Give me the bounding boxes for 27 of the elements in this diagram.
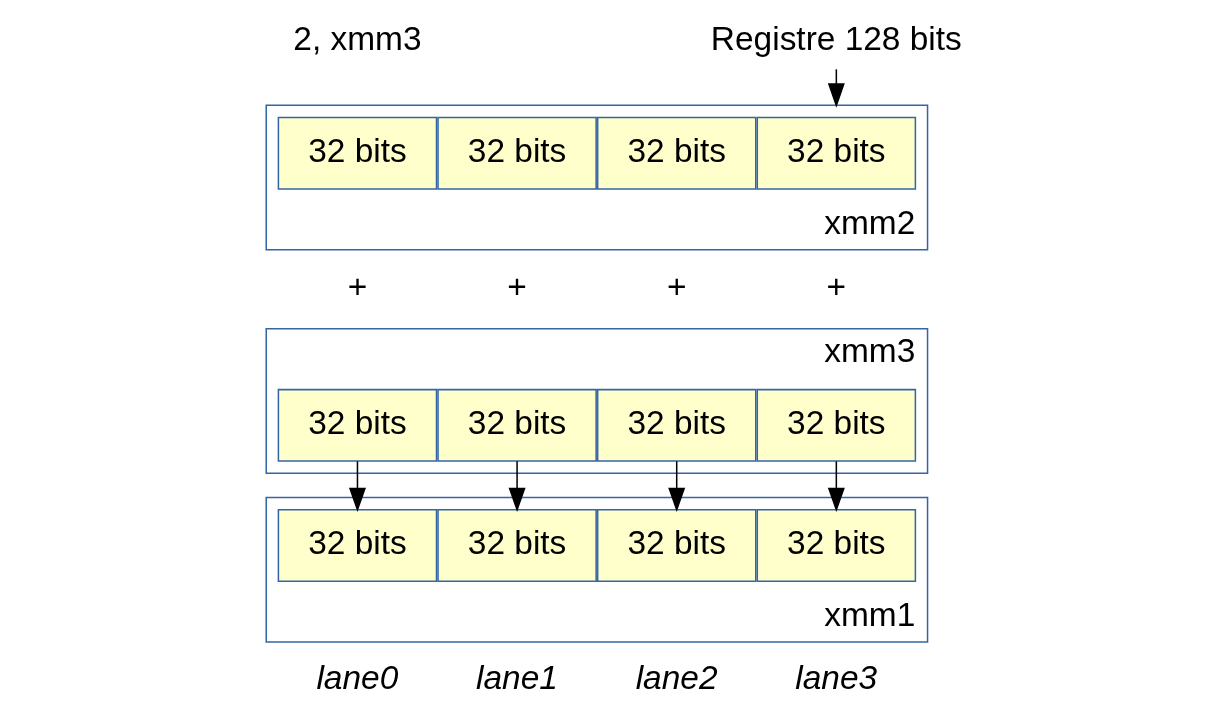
node-box: 32 bits <box>436 388 597 462</box>
arrow <box>827 460 845 512</box>
label: + <box>826 267 846 305</box>
arrow <box>827 68 845 108</box>
label: lane1 <box>475 658 558 696</box>
node-box: 32 bits <box>756 388 916 462</box>
arrow <box>667 460 685 512</box>
label: 2, xmm3 <box>292 20 422 57</box>
node-box: 32 bits <box>596 388 756 462</box>
arrow <box>348 460 366 512</box>
node-box: 32 bits <box>756 508 916 582</box>
node-box: 32 bits <box>277 116 437 190</box>
label: + <box>506 267 527 305</box>
node-box: 32 bits <box>596 508 756 582</box>
node-box: 32 bits <box>436 508 597 582</box>
node-box: 32 bits <box>436 116 597 190</box>
arrow <box>508 460 526 512</box>
label: lane3 <box>794 658 877 696</box>
node-box: 32 bits <box>277 508 437 582</box>
node-box: 32 bits <box>756 116 916 190</box>
label: lane0 <box>315 658 398 696</box>
node-text: Registre 128 bits <box>710 20 962 57</box>
node-box: 32 bits <box>277 388 437 462</box>
label: + <box>347 267 367 305</box>
label: + <box>666 267 686 305</box>
label: lane2 <box>635 658 717 696</box>
node-box: 32 bits <box>596 116 756 190</box>
